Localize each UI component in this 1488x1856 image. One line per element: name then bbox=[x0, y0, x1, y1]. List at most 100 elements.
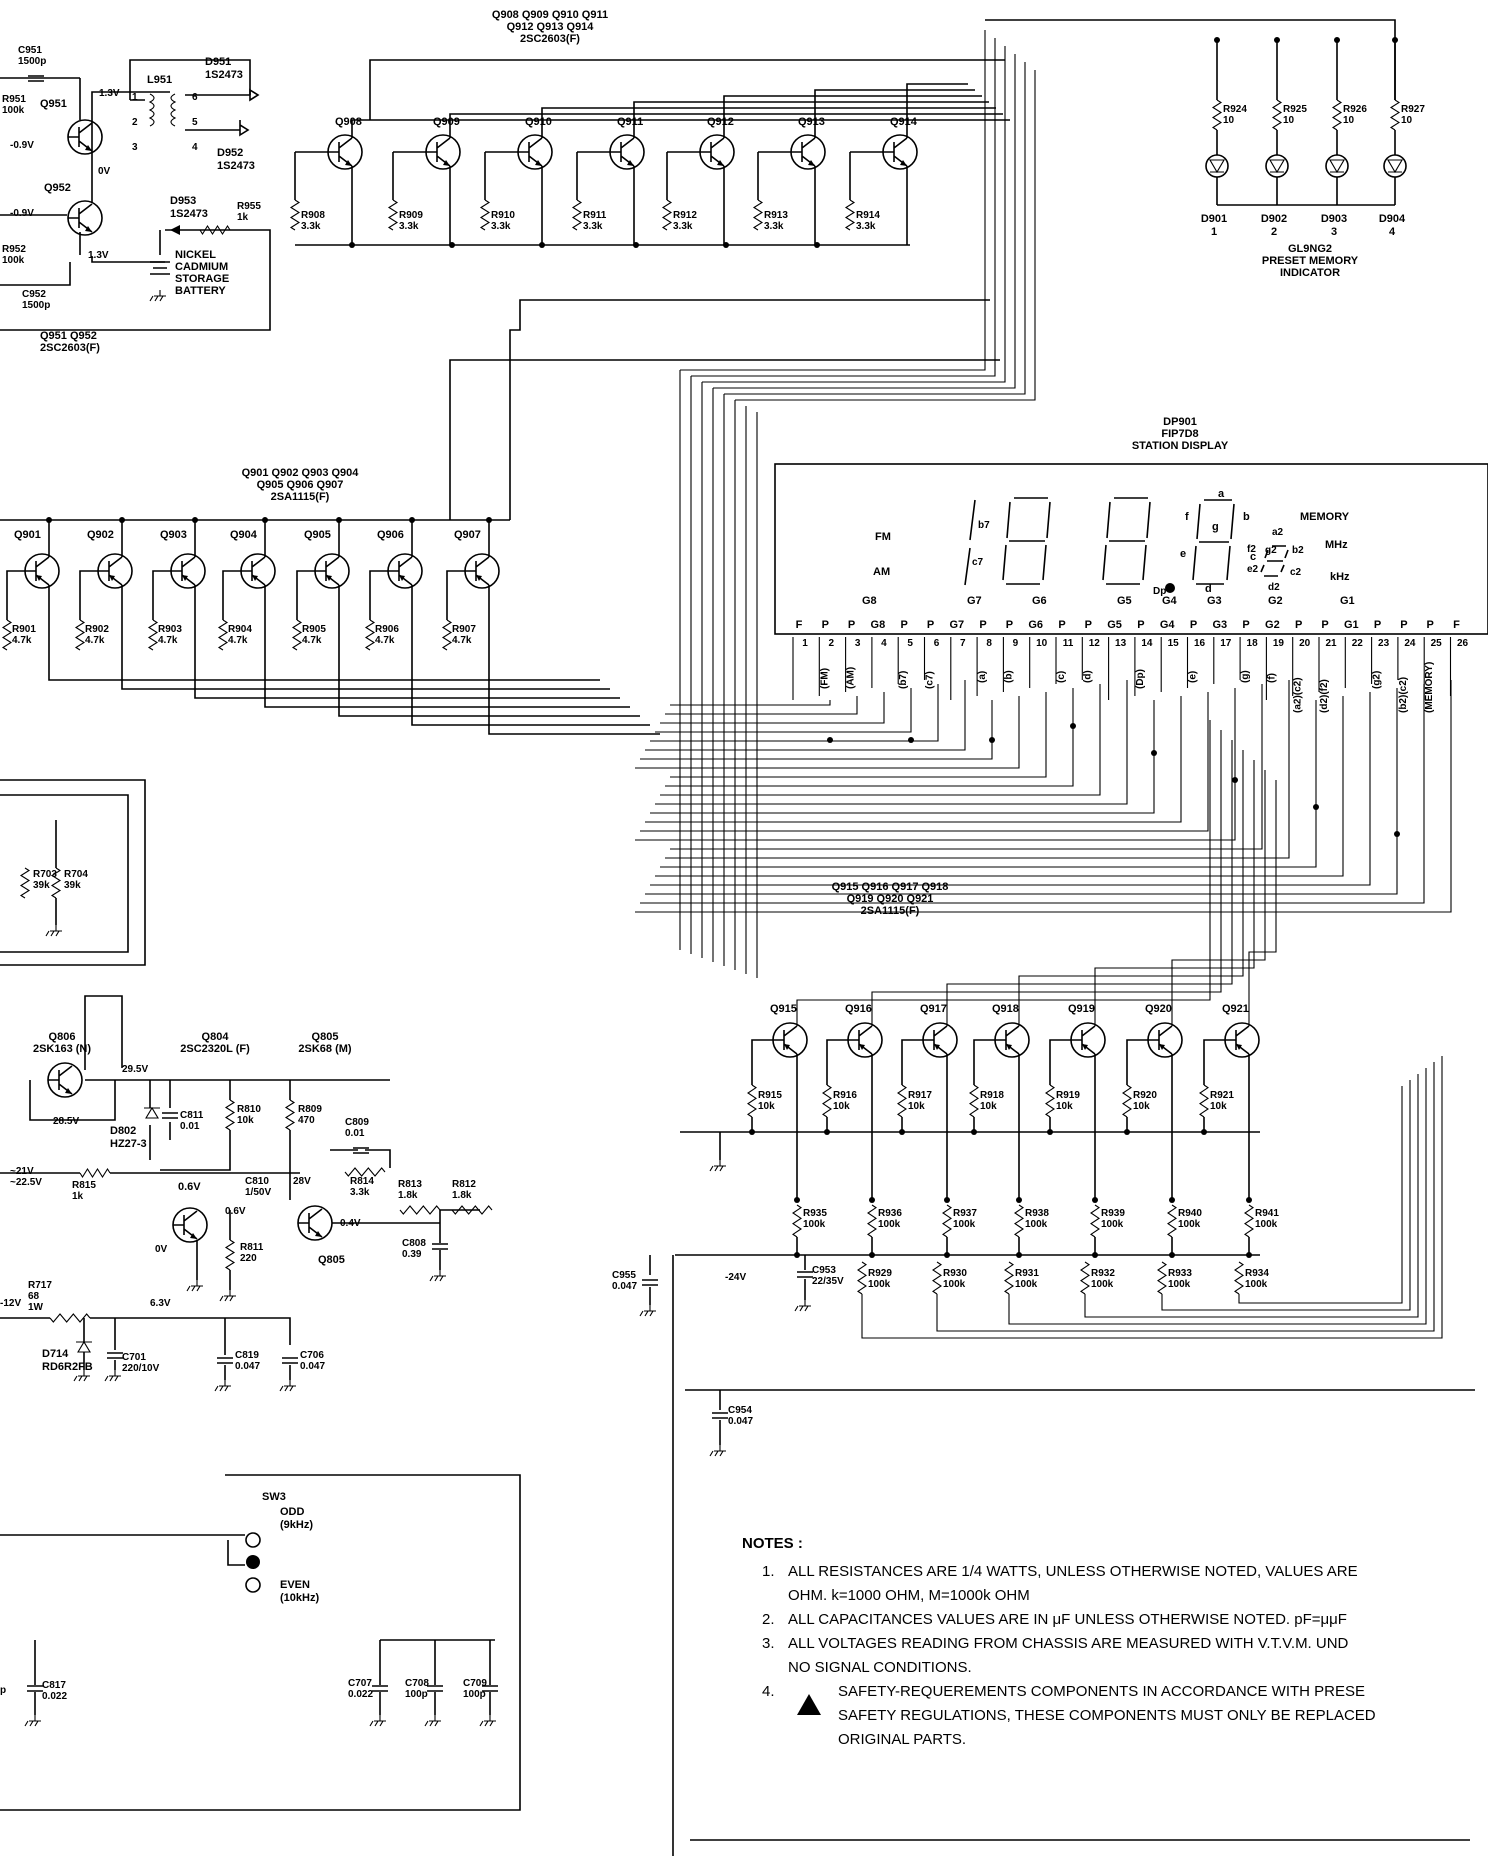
resistor-r809 bbox=[284, 1099, 296, 1131]
pin-number: 1 bbox=[802, 638, 808, 649]
return-wire bbox=[1161, 1080, 1411, 1311]
junction-dot bbox=[869, 1197, 875, 1203]
junction-dot bbox=[1016, 1197, 1022, 1203]
note-number: 2. bbox=[762, 1611, 775, 1628]
capacitor-c819 bbox=[217, 1357, 233, 1364]
transistor-label: Q916 bbox=[845, 1003, 872, 1015]
resistor-r929 bbox=[857, 1261, 867, 1295]
l951-label: L951 bbox=[147, 74, 172, 86]
r952-label: R952 bbox=[2, 244, 26, 255]
junction-dot bbox=[1334, 37, 1340, 43]
emitter-arrow bbox=[627, 160, 634, 166]
c953-label: C953 bbox=[812, 1265, 836, 1276]
pin-role: P bbox=[848, 619, 855, 631]
pin-number: 18 bbox=[1247, 638, 1259, 649]
pin-role: P bbox=[1137, 619, 1144, 631]
display-wire bbox=[665, 680, 1290, 859]
wire bbox=[379, 1639, 495, 1715]
r704-label: 39k bbox=[64, 880, 81, 891]
transistor-leads bbox=[241, 556, 266, 586]
display-wire bbox=[645, 680, 966, 751]
capacitor-c706 bbox=[282, 1357, 298, 1364]
r812-label: 1.8k bbox=[452, 1190, 472, 1201]
emitter-arrow bbox=[315, 1231, 322, 1237]
resistor-value: 100k bbox=[1255, 1219, 1278, 1230]
resistor-value: 3.3k bbox=[491, 221, 511, 232]
pin-role: G3 bbox=[1212, 619, 1227, 631]
c951-label: 1500p bbox=[18, 56, 46, 67]
emitter-wire bbox=[48, 585, 600, 681]
battery-label: BATTERY bbox=[175, 285, 226, 297]
resistor-r938 bbox=[1014, 1204, 1024, 1238]
label: p bbox=[0, 1685, 6, 1696]
transistor-leads bbox=[1225, 1025, 1250, 1055]
junction-dot bbox=[794, 1252, 800, 1258]
c955-label: C955 bbox=[612, 1270, 636, 1281]
resistor-label: R910 bbox=[491, 210, 515, 221]
pin-role: G8 bbox=[871, 619, 886, 631]
note-number: 4. bbox=[762, 1683, 775, 1700]
notes-list: 1.ALL RESISTANCES ARE 1/4 WATTS, UNLESS … bbox=[742, 1560, 1488, 1752]
d802-label: HZ27-3 bbox=[110, 1138, 147, 1150]
d714-label: RD6R2FB bbox=[42, 1361, 93, 1373]
base-wire bbox=[576, 151, 610, 200]
transistor-leads bbox=[388, 556, 413, 586]
pin-role: P bbox=[927, 619, 934, 631]
resistor-r912 bbox=[661, 199, 673, 231]
note-text: OHM. k=1000 OHM, M=1000k OHM bbox=[788, 1587, 1030, 1604]
d953-label: D953 bbox=[170, 195, 196, 207]
grid-label: G3 bbox=[1207, 595, 1222, 607]
pin-signal: (Dp) bbox=[1135, 669, 1146, 689]
r717-label: 68 bbox=[28, 1291, 40, 1302]
junction-dot bbox=[723, 242, 729, 248]
c709-label: 100p bbox=[463, 1689, 486, 1700]
pin-number: 20 bbox=[1299, 638, 1311, 649]
ground-icon bbox=[186, 1280, 203, 1292]
capacitor-c817 bbox=[27, 1685, 43, 1692]
group-label-q951: 2SC2603(F) bbox=[40, 342, 100, 354]
resistor-label: R914 bbox=[856, 210, 880, 221]
collector-wire bbox=[814, 89, 975, 138]
junction-dot bbox=[336, 517, 342, 523]
wire bbox=[369, 59, 1005, 120]
sw3-odd-label: ODD bbox=[280, 1506, 305, 1518]
resistor-value: 100k bbox=[1101, 1219, 1124, 1230]
emitter-arrow bbox=[326, 575, 332, 581]
resistor-value: 3.3k bbox=[301, 221, 321, 232]
pin-role: G6 bbox=[1028, 619, 1043, 631]
transistor-label: Q909 bbox=[433, 116, 460, 128]
transistor-label: Q920 bbox=[1145, 1003, 1172, 1015]
resistor-value: 3.3k bbox=[583, 221, 603, 232]
resistor-r810 bbox=[224, 1099, 236, 1131]
segment-label: d2 bbox=[1268, 582, 1280, 593]
display-wire bbox=[650, 692, 1371, 886]
resistor-value: 100k bbox=[1245, 1279, 1268, 1290]
resistor-r919 bbox=[1045, 1084, 1055, 1118]
pin-signal: (g2) bbox=[1372, 671, 1383, 689]
voltage-label: 0V bbox=[155, 1244, 168, 1255]
resistor-label: R939 bbox=[1101, 1208, 1125, 1219]
capacitor-c811 bbox=[162, 1112, 178, 1119]
c951-label: C951 bbox=[18, 45, 42, 56]
group-label-q901: Q901 Q902 Q903 Q904 bbox=[242, 467, 360, 479]
digit-8-icon bbox=[1002, 497, 1051, 585]
resistor-r932 bbox=[1080, 1261, 1090, 1295]
emitter-arrow bbox=[345, 160, 352, 166]
sw3-even-label: (10kHz) bbox=[280, 1592, 319, 1604]
resistor-label: R931 bbox=[1015, 1268, 1039, 1279]
note-text: ORIGINAL PARTS. bbox=[838, 1731, 967, 1748]
transistor-label: Q907 bbox=[454, 529, 481, 541]
c707-label: C707 bbox=[348, 1678, 372, 1689]
display-wire bbox=[640, 692, 1209, 832]
transistor-leads bbox=[426, 137, 451, 167]
junction-dot bbox=[944, 1197, 950, 1203]
notes-heading: NOTES : bbox=[742, 1535, 803, 1552]
junction-dot bbox=[119, 517, 125, 523]
r809-label: R809 bbox=[298, 1104, 322, 1115]
resistor-r915 bbox=[747, 1084, 757, 1118]
junction-dot bbox=[1232, 777, 1238, 783]
wire bbox=[449, 359, 1000, 520]
display-wire bbox=[660, 684, 1101, 796]
resistor-r906 bbox=[364, 619, 376, 651]
